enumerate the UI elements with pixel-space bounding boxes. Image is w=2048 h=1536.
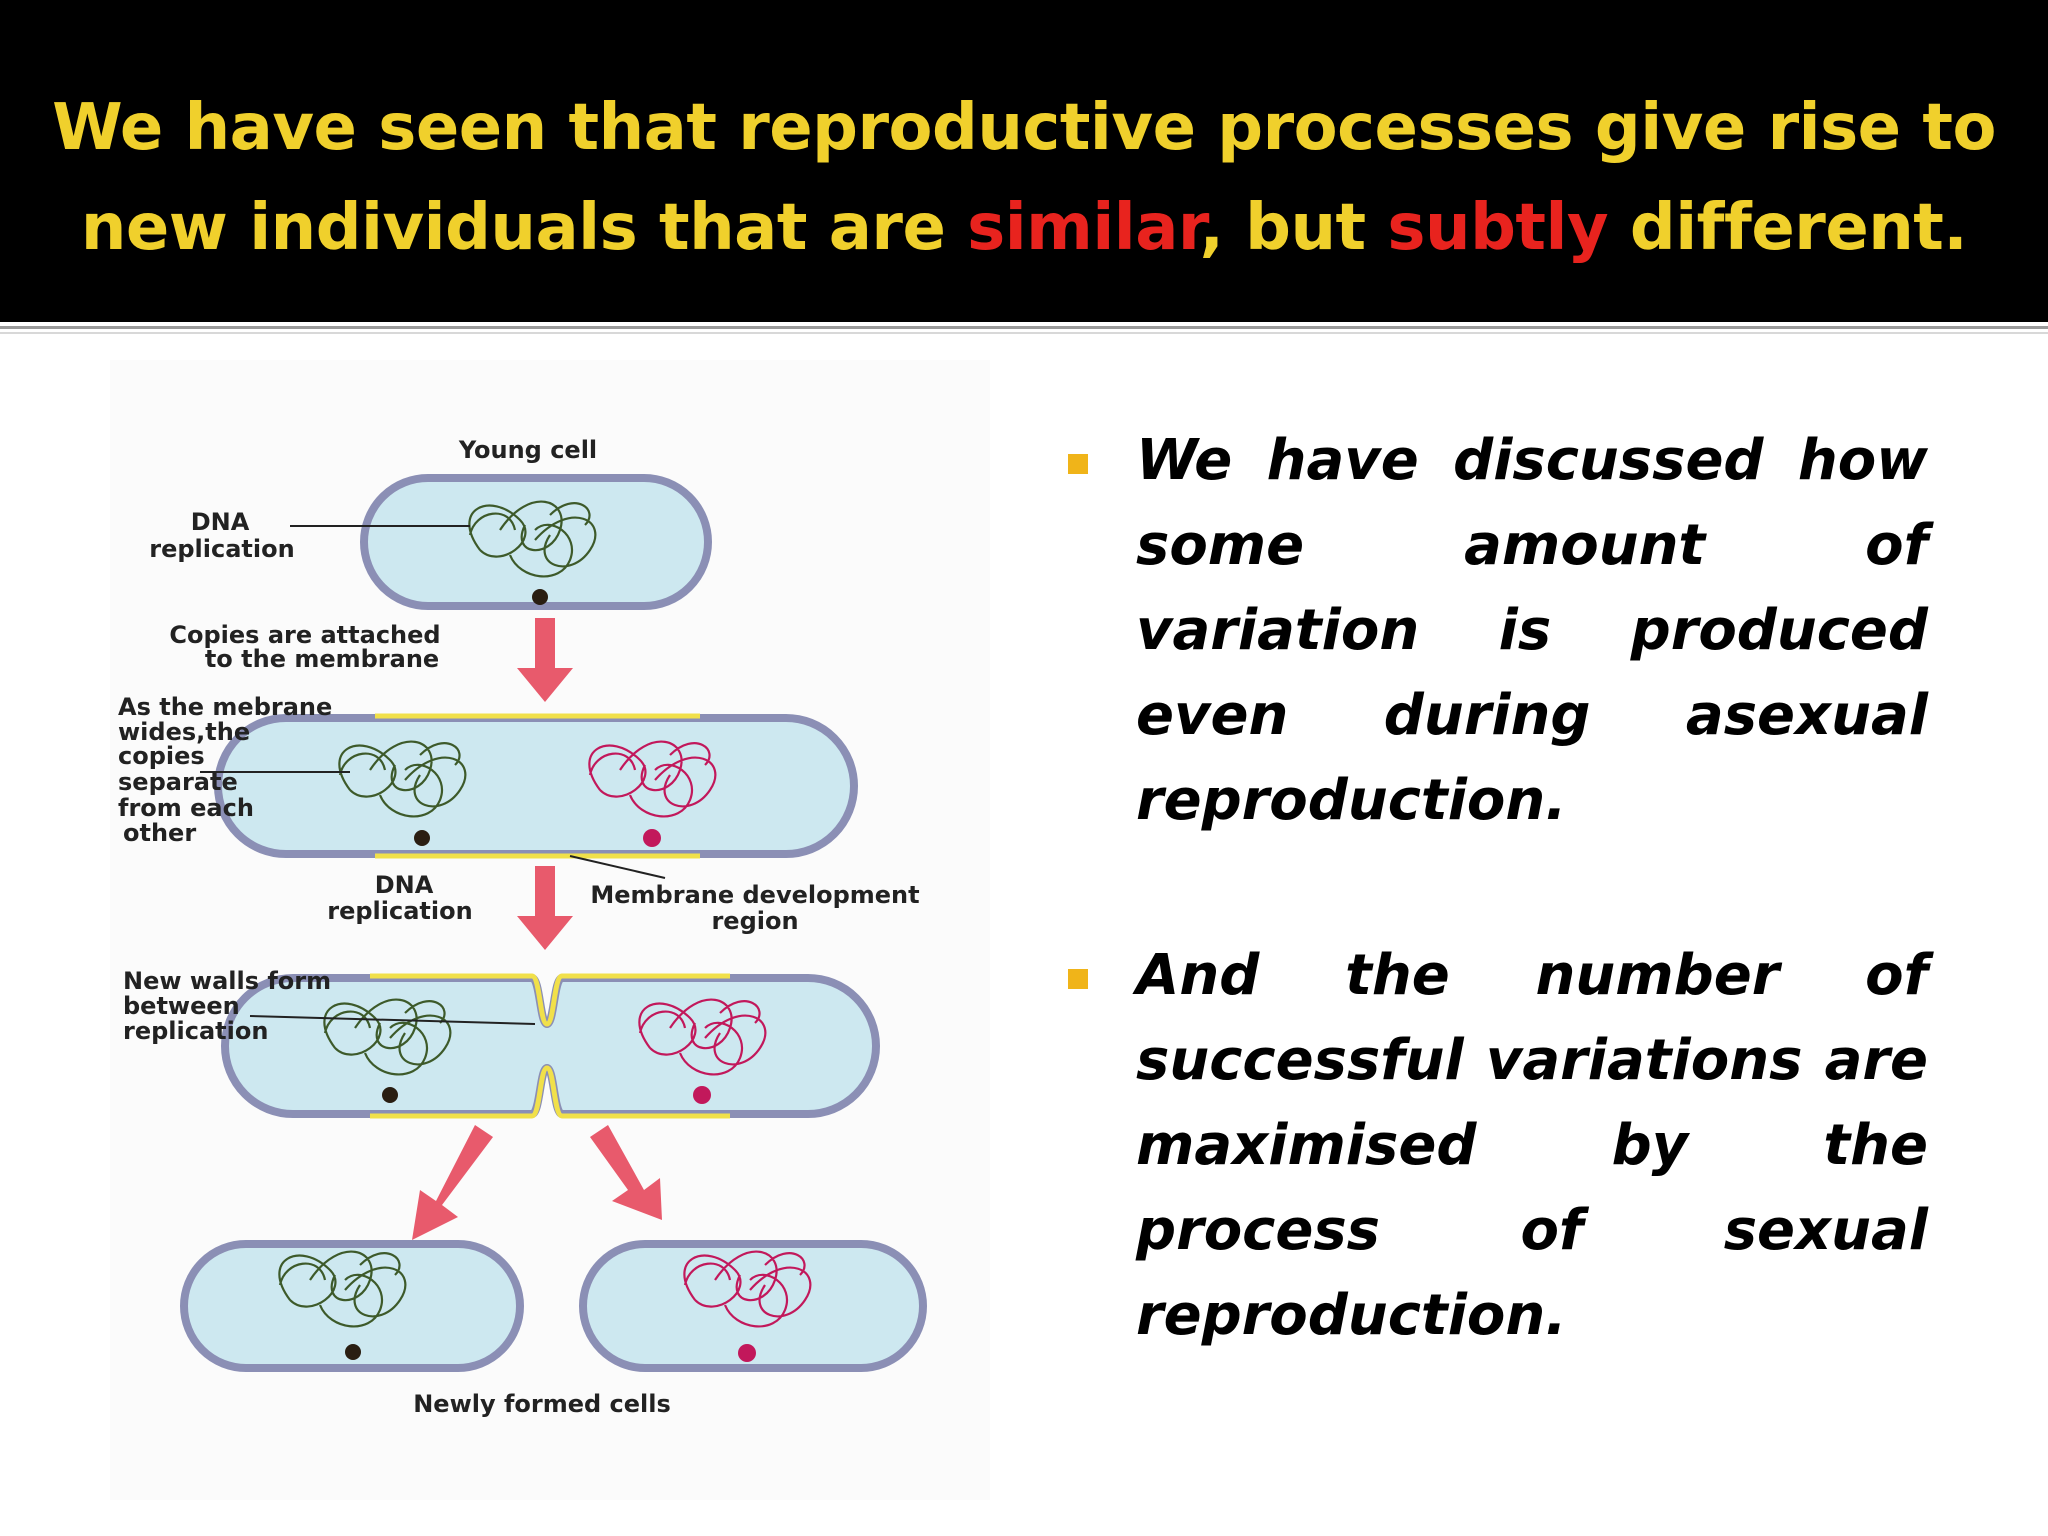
- label-copies-attached-2: to the membrane: [205, 645, 439, 673]
- square-bullet-icon: [1068, 969, 1088, 989]
- label-membrane-development-2: region: [711, 907, 798, 935]
- label-newly-formed-cells: Newly formed cells: [413, 1390, 671, 1418]
- label-dna-replication-1a: DNA: [191, 508, 250, 536]
- label-membrane-widens-5: from each: [118, 794, 254, 822]
- dna-attachment-point: [532, 589, 548, 605]
- label-copies-attached-1: Copies are attached: [169, 621, 440, 649]
- bullet-item: And the number of successful variations …: [1068, 933, 1928, 1358]
- title-divider: [0, 326, 2048, 329]
- title-divider-shadow: [0, 332, 2048, 334]
- label-membrane-development-1: Membrane development: [590, 881, 919, 909]
- elongating-cell: [200, 713, 858, 879]
- pointer-line: [569, 855, 666, 879]
- label-dna-replication-2b: replication: [327, 897, 472, 925]
- label-young-cell: Young cell: [458, 436, 597, 464]
- label-dna-replication-2a: DNA: [375, 871, 434, 899]
- label-membrane-widens-3: copies: [118, 742, 205, 770]
- title-text-2: , but: [1199, 191, 1388, 265]
- title-highlight-similar: similar: [967, 191, 1200, 265]
- pointer-line: [249, 1015, 536, 1025]
- bullet-text: We have discussed how some amount of var…: [1136, 428, 1928, 833]
- down-arrow-icon: [517, 618, 573, 702]
- square-bullet-icon: [1068, 454, 1088, 474]
- bullet-item: We have discussed how some amount of var…: [1068, 418, 1928, 843]
- binary-fission-diagram: Young cell DNA replication Copies are at…: [118, 436, 927, 1418]
- new-wall-bottom: [370, 1065, 730, 1119]
- label-new-walls-1: New walls form: [123, 967, 331, 995]
- dna-copy-attachment-point: [738, 1344, 756, 1362]
- bullet-text: And the number of successful variations …: [1136, 943, 1928, 1348]
- young-cell: [290, 474, 712, 610]
- label-membrane-widens-1: As the mebrane: [118, 693, 332, 721]
- dividing-cell: [221, 973, 880, 1119]
- dna-attachment-point: [345, 1344, 361, 1360]
- label-membrane-widens-2: wides,the: [118, 718, 250, 746]
- down-right-arrow-icon: [590, 1125, 662, 1220]
- new-wall-top: [370, 973, 730, 1027]
- daughter-cell-right: [579, 1240, 927, 1372]
- down-arrow-icon: [517, 866, 573, 950]
- down-left-arrow-icon: [412, 1125, 493, 1240]
- dna-attachment-point: [382, 1087, 398, 1103]
- label-membrane-widens-4: separate: [118, 768, 238, 796]
- label-membrane-widens-6: other: [123, 819, 196, 847]
- title-text-1: We have seen that reproductive processes…: [52, 91, 1996, 265]
- title-highlight-subtly: subtly: [1387, 191, 1609, 265]
- label-dna-replication-1b: replication: [149, 535, 294, 563]
- title-text-3: different.: [1608, 191, 1968, 265]
- label-new-walls-3: replication: [123, 1017, 268, 1045]
- slide-title: We have seen that reproductive processes…: [0, 78, 2048, 278]
- dna-attachment-point: [414, 830, 430, 846]
- dna-copy-attachment-point: [643, 829, 661, 847]
- label-new-walls-2: between: [123, 992, 240, 1020]
- daughter-cell-left: [180, 1240, 524, 1372]
- dna-copy-attachment-point: [693, 1086, 711, 1104]
- bullet-list: We have discussed how some amount of var…: [1068, 418, 1928, 1448]
- title-banner: We have seen that reproductive processes…: [0, 0, 2048, 322]
